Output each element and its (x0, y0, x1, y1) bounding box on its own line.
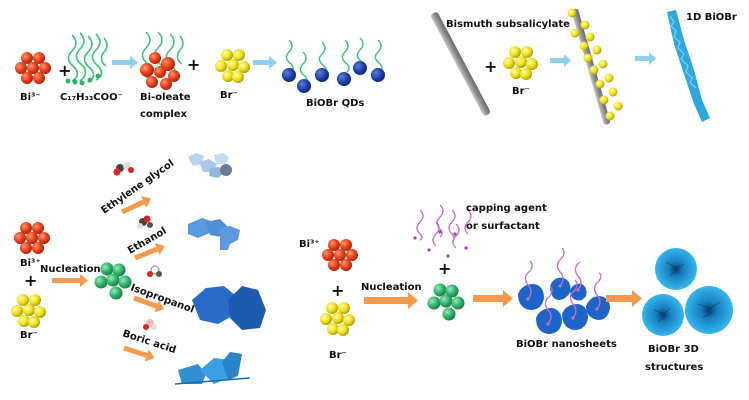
bromide-cluster (11, 294, 46, 328)
bi-oleate-complex (140, 31, 184, 90)
panel-b-1d-biobr: Bismuth subsalicylate + Br⁻ 1D (431, 8, 737, 125)
capping-agent-heads (413, 230, 468, 258)
ethanol-morphology (188, 218, 240, 250)
blue-arrow-3 (550, 54, 571, 67)
nucleus-cluster (427, 283, 465, 321)
panel-a-quantum-dots: Bi³⁻ + C₁₇H₃₃COO⁻ (15, 31, 385, 120)
precursor-label: Bismuth subsalicylate (446, 19, 570, 30)
1d-biobr-label: 1D BiOBr (686, 12, 737, 23)
complex-label-line1: Bi-oleate (140, 92, 191, 103)
complex-label-line2: complex (140, 109, 188, 120)
capping-agent-chains (416, 204, 472, 249)
solvent-label: Ethylene glycol (99, 158, 176, 216)
blue-arrow-2 (253, 56, 277, 69)
biobr-3d-structures (642, 248, 733, 336)
br-label: Br⁻ (220, 90, 238, 101)
capping-label-line1: capping agent (466, 203, 547, 214)
plus-sign: + (58, 61, 71, 80)
biobr-qds (282, 37, 385, 93)
bismuth-cluster (14, 222, 50, 254)
nucleation-label: Nucleation (361, 282, 422, 293)
ethylene-glycol-molecule-icon (113, 162, 134, 176)
orange-arrow (133, 295, 165, 313)
orange-arrow (134, 242, 165, 261)
structures-label-line1: BiOBr 3D (648, 344, 699, 355)
bromide-cluster (215, 49, 250, 83)
panel-c-solvent-morphology: Bi³⁺ + Br⁻ Nucleation Ethylene glycol (11, 153, 266, 385)
branch-boric-acid: Boric acid (121, 319, 251, 385)
plus-sign: + (438, 259, 451, 278)
ethylene-glycol-morphology (188, 153, 232, 178)
plus-sign: + (187, 55, 200, 74)
branch-isopropanol: Isopropanol (129, 265, 266, 330)
orange-arrow (123, 345, 155, 362)
blue-arrow-1 (112, 56, 138, 69)
br-label: Br⁻ (512, 86, 530, 97)
qds-label: BiOBr QDs (306, 98, 364, 109)
1d-biobr-fiber (667, 10, 710, 122)
boric-acid-morphology (174, 352, 251, 385)
boric-acid-molecule-icon (143, 319, 157, 330)
panel-d-3d-structures: Bi³⁺ + Br⁻ Nucleation capping agent or s… (299, 203, 733, 373)
capping-label-line2: or surfactant (466, 221, 540, 232)
bromide-cluster (503, 46, 538, 80)
branch-ethanol: Ethanol (126, 215, 240, 261)
nucleation-arrow (364, 292, 418, 309)
orange-arrow (120, 195, 152, 215)
biobr-nanosheets (518, 247, 610, 334)
bromide-cluster (320, 302, 355, 336)
bi-label: Bi³⁺ (20, 258, 41, 269)
ethanol-molecule-icon (137, 215, 153, 229)
oleate-chains (67, 32, 108, 83)
nanosheets-label: BiOBr nanosheets (516, 339, 617, 350)
oleate-heads (65, 73, 101, 86)
br-label: Br⁻ (329, 350, 347, 361)
plus-sign: + (331, 281, 344, 300)
plus-sign: + (24, 271, 37, 290)
isopropanol-morphology (192, 286, 266, 330)
isopropanol-molecule-icon (147, 265, 162, 277)
bismuth-cluster (15, 52, 51, 84)
blue-arrow-4 (635, 52, 656, 65)
branch-ethylene-glycol: Ethylene glycol (99, 153, 232, 216)
plus-sign: + (484, 57, 497, 76)
bi-label: Bi³⁻ (20, 92, 41, 103)
bismuth-subsalicylate-rod (431, 12, 490, 116)
nucleation-arrow (52, 274, 88, 287)
structures-arrow (606, 290, 642, 307)
bismuth-cluster (322, 239, 358, 271)
oleate-label: C₁₇H₃₃COO⁻ (60, 92, 123, 103)
structures-label-line2: structures (645, 362, 703, 373)
nanosheet-arrow (473, 290, 513, 307)
br-label: Br⁻ (20, 330, 38, 341)
nucleation-label: Nucleation (40, 264, 101, 275)
bi-label: Bi³⁺ (299, 239, 320, 250)
coated-rod (567, 8, 623, 125)
